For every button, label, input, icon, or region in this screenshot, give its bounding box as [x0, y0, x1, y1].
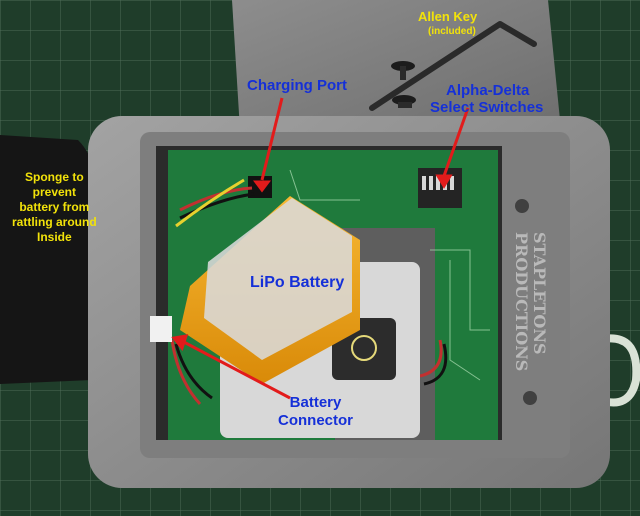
sponge-label-line: prevent — [32, 185, 77, 199]
embossed-logo: PRODUCTIONS — [512, 232, 531, 371]
sponge-label-line: Inside — [36, 230, 72, 244]
screw — [391, 61, 415, 80]
charging-port-label: Charging Port — [247, 77, 347, 94]
sponge-label: Sponge to prevent battery from rattling … — [12, 170, 97, 245]
lipo-battery-top — [204, 198, 352, 360]
sponge — [0, 135, 103, 384]
allen-key-label: Allen Key — [418, 9, 478, 24]
bulb-icon — [351, 335, 377, 361]
pcb-traces — [289, 169, 490, 381]
allen-key — [369, 21, 537, 111]
battery-connector — [150, 316, 172, 342]
allen-key-note: (included) — [428, 26, 476, 37]
switches-label-line1: Alpha-Delta — [446, 82, 530, 99]
wires — [170, 178, 448, 406]
battery-connector-label: Battery Connector — [278, 394, 353, 430]
mat-marking — [597, 334, 640, 407]
sponge-label-line: battery from — [19, 200, 90, 214]
annotation-arrows — [171, 97, 470, 400]
screw — [392, 95, 416, 108]
sponge-label-line: Sponge to — [25, 170, 84, 184]
sponge-label-line: rattling around — [12, 215, 97, 229]
screw-hole — [515, 199, 529, 213]
screw-hole — [523, 391, 537, 405]
switches-label-line2: Select Switches — [430, 99, 544, 116]
embossed-logo: STAPLETONS — [530, 232, 549, 355]
lipo-battery-label: LiPo Battery — [250, 274, 345, 291]
battery-connector-label-line: Connector — [278, 412, 353, 429]
battery-connector-label-line: Battery — [289, 394, 342, 411]
